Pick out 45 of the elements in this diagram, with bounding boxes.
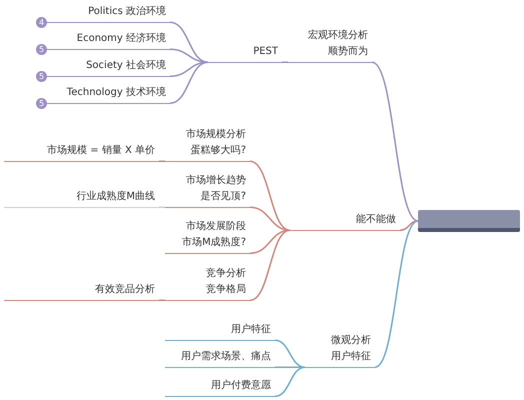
branch-text: 市场规模分析	[186, 128, 246, 142]
branch-line	[250, 230, 290, 301]
branch-line	[159, 206, 165, 208]
branch-text: 用户特征	[331, 350, 371, 364]
branch-text: 用户特征	[231, 322, 271, 337]
branch-text: Technology 技术环境	[66, 86, 166, 100]
branch-text: PEST	[253, 45, 278, 59]
branch-line	[170, 62, 208, 104]
branch-line	[170, 22, 208, 63]
branch-text: 市场M成熟度?	[182, 236, 246, 250]
branch-line	[374, 220, 418, 368]
branch-line	[250, 230, 290, 254]
branch-line	[275, 366, 305, 368]
branch-line	[274, 340, 306, 368]
branch-text: 用户需求场景、痛点	[181, 350, 271, 364]
branch-text: 有效竞品分析	[95, 282, 155, 297]
branch-line	[400, 220, 418, 231]
branch-line	[159, 160, 165, 162]
branch-line	[372, 62, 418, 222]
branch-line	[159, 300, 165, 301]
branch-text: Economy 经济环境	[76, 32, 166, 46]
branch-line	[250, 160, 290, 231]
branch-text: 市场规模 = 销量 X 单价	[47, 144, 155, 158]
branch-text: 蛋糕够大吗?	[190, 144, 246, 158]
number-badge: 5	[36, 44, 47, 55]
branch-text: 竞争格局	[206, 282, 246, 297]
branch-line	[282, 62, 288, 63]
branch-text: 微观分析	[331, 334, 371, 348]
branch-text: 用户付费意愿	[211, 378, 271, 393]
branch-text: 顺势而为	[328, 44, 368, 59]
branch-line	[170, 62, 208, 77]
branch-text: 宏观环境分析	[308, 28, 368, 43]
root-box	[418, 210, 520, 232]
branch-text: Politics 政治环境	[88, 4, 166, 19]
branch-text: 是否见顶?	[200, 190, 246, 204]
branch-text: 市场发展阶段	[186, 220, 246, 234]
number-badge: 4	[36, 17, 47, 28]
number-badge: 5	[36, 71, 47, 82]
branch-text: 竞争分析	[206, 266, 246, 281]
number-badge: 5	[36, 98, 47, 109]
branch-text: 能不能做	[356, 212, 396, 227]
branch-text: 市场增长趋势	[186, 174, 246, 188]
branch-line	[274, 366, 306, 397]
branch-text: Society 社会环境	[86, 58, 166, 73]
branch-text: 行业成熟度M曲线	[76, 190, 155, 204]
